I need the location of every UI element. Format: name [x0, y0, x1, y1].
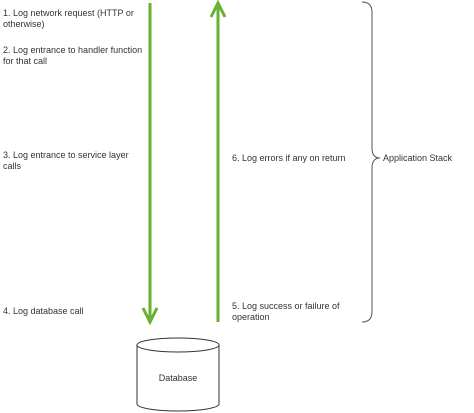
step-3-label: 3. Log entrance to service layer calls — [3, 150, 129, 171]
up-arrow — [209, 0, 227, 322]
down-arrow — [141, 3, 159, 326]
step-6-label: 6. Log errors if any on return — [232, 153, 346, 163]
step-5-label: 5. Log success or failure of operation — [232, 301, 340, 322]
step-1-label: 1. Log network request (HTTP or otherwis… — [3, 8, 134, 29]
step-2-label: 2. Log entrance to handler function for … — [3, 45, 143, 66]
step-4-label: 4. Log database call — [3, 306, 84, 316]
database-label: Database — [158, 373, 198, 383]
stack-brace — [361, 1, 381, 323]
database-cylinder — [136, 337, 220, 412]
application-stack-label: Application Stack — [383, 153, 453, 163]
